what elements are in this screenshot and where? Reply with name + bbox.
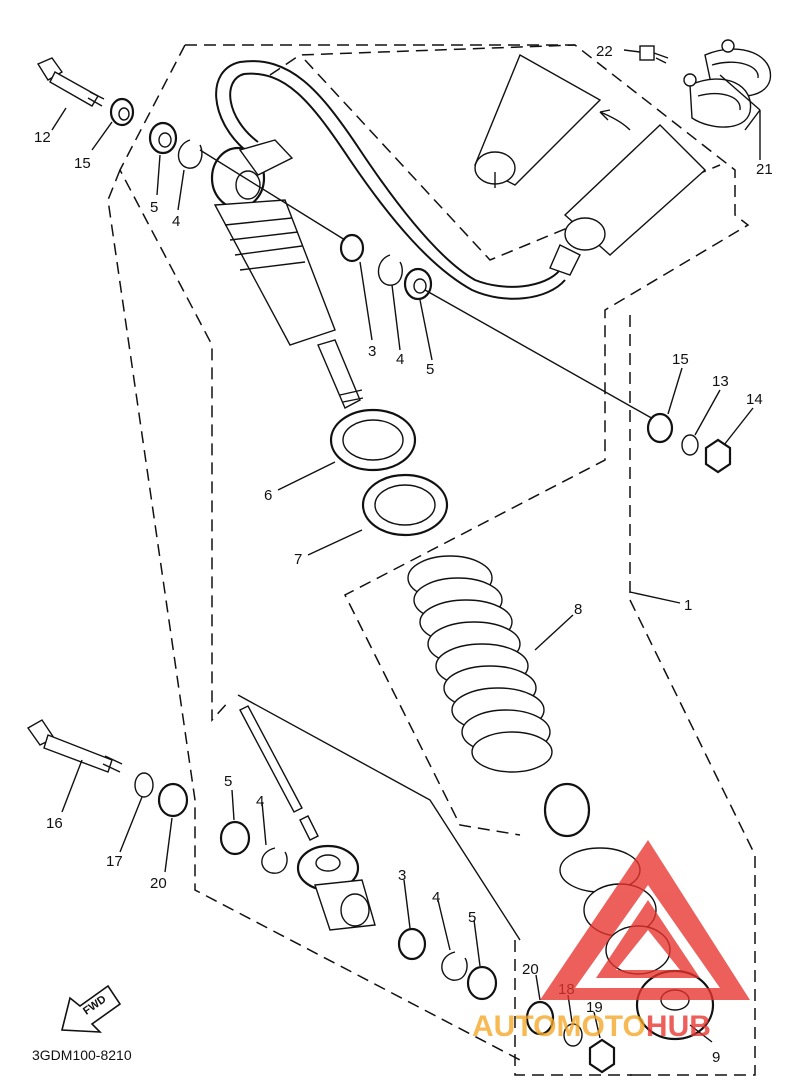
nut-19 (588, 1038, 616, 1074)
callout-5-lower-left: 5 (224, 773, 232, 790)
collar-20-left (157, 782, 189, 818)
callout-7: 7 (294, 551, 302, 568)
callout-5-upper: 5 (150, 199, 158, 216)
callout-4-lower-left: 4 (256, 793, 264, 810)
callout-1: 1 (684, 597, 692, 614)
callout-13: 13 (712, 373, 729, 390)
collar-15-right (646, 412, 674, 444)
bearing-5-upper-inner (158, 132, 172, 148)
circlip-4-lower-right (441, 951, 468, 981)
shock-absorber-body (210, 139, 364, 409)
callout-21: 21 (756, 161, 773, 178)
rod (239, 705, 303, 813)
collar-20-lower (525, 1000, 555, 1036)
callout-labels: 12 15 5 4 22 21 3 4 5 15 13 14 6 7 8 1 1… (34, 43, 773, 1066)
axis-line-lower (237, 694, 521, 941)
watermark-moto: MOTO (556, 1010, 645, 1043)
bearing-5-mid-inner (413, 278, 427, 294)
coil-spring-8 (407, 555, 553, 773)
diagram-code: 3GDM100-8210 (32, 1047, 132, 1063)
callout-20-lower: 20 (522, 961, 539, 978)
spacer-3-lower (397, 927, 427, 961)
callout-3-upper: 3 (368, 343, 376, 360)
callout-15-upper: 15 (74, 155, 91, 172)
axis-line-upper (199, 149, 656, 421)
callout-12: 12 (34, 129, 51, 146)
circlip-4-mid (377, 254, 403, 286)
watermark-triangle-icon (540, 840, 750, 1000)
callout-19: 19 (586, 999, 603, 1016)
callout-16: 16 (46, 815, 63, 832)
callout-22: 22 (596, 43, 613, 60)
leader-lines (51, 49, 761, 1043)
bolt-22 (639, 45, 669, 64)
callout-5-mid: 5 (426, 361, 434, 378)
circlip-4-upper (177, 139, 203, 169)
washer-17 (134, 772, 154, 798)
install-arrow (599, 109, 631, 131)
bolt-12 (36, 57, 105, 107)
watermark-logo: AUTOMOTOHUB (472, 840, 750, 1043)
callout-3-lower: 3 (398, 867, 406, 884)
callout-20-left: 20 (150, 875, 167, 892)
callout-15-right: 15 (672, 351, 689, 368)
callout-17: 17 (106, 853, 123, 870)
callout-14: 14 (746, 391, 763, 408)
bearing-5-lower-left (219, 820, 251, 856)
washer-18 (563, 1023, 583, 1047)
pin (299, 815, 319, 841)
fwd-arrow-icon: FWD (60, 984, 122, 1033)
ring-nut-6 (329, 408, 417, 472)
nut-14 (704, 438, 732, 474)
washer-13 (681, 434, 699, 456)
bolt-16 (26, 719, 123, 773)
reservoir-cylinder-lower (549, 124, 707, 276)
callout-4-lower-right: 4 (432, 889, 440, 906)
callout-4-mid: 4 (396, 351, 404, 368)
reservoir-cylinder-upper (474, 54, 602, 188)
lower-eye-clevis (296, 844, 376, 931)
callout-6: 6 (264, 487, 272, 504)
bearing-5-lower-right (466, 965, 498, 1001)
circlip-4-lower-left (261, 847, 288, 874)
spacer-3-upper (339, 233, 365, 263)
callout-4-upper: 4 (172, 213, 180, 230)
watermark-triangle-inner-icon (596, 900, 700, 978)
collar-15-upper-inner (118, 107, 130, 121)
watermark-hub: HUB (646, 1010, 711, 1043)
callout-5-lower-right: 5 (468, 909, 476, 926)
watermark-auto: AUTO (472, 1010, 556, 1043)
callout-8: 8 (574, 601, 582, 618)
ring-nut-7 (361, 473, 449, 537)
reservoir-hose (215, 60, 566, 300)
callout-9: 9 (712, 1049, 720, 1066)
reservoir-band-clamps (683, 39, 772, 128)
svg-text:AUTOMOTOHUB: AUTOMOTOHUB (472, 1010, 711, 1043)
